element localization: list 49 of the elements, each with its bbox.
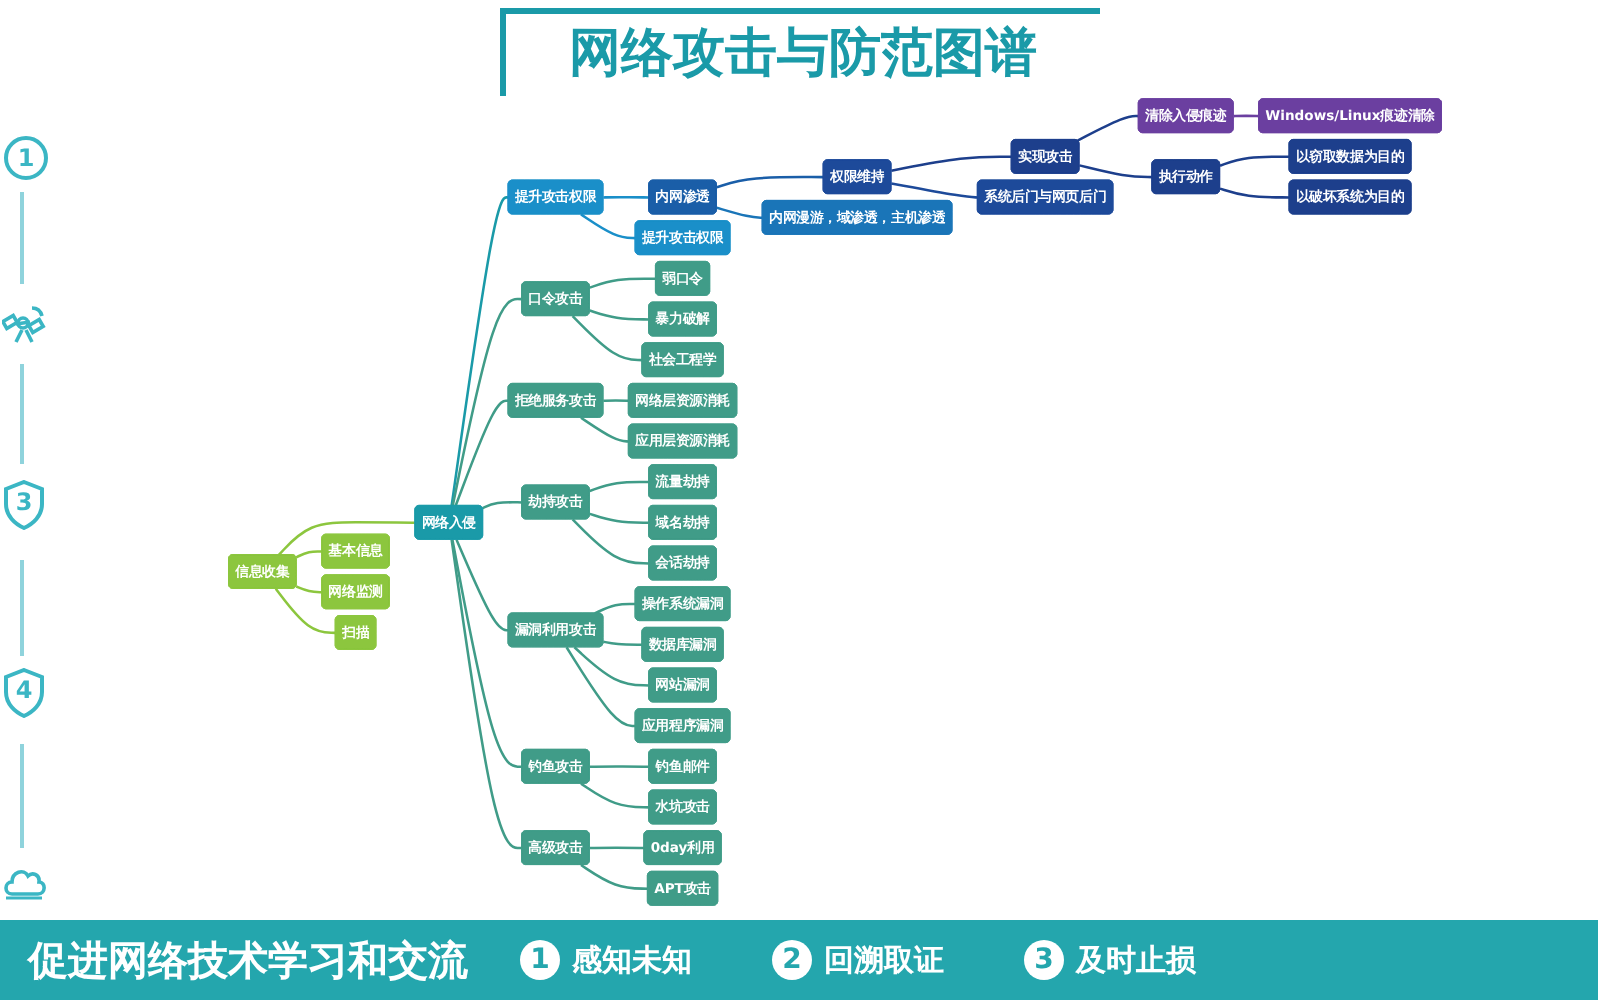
connector xyxy=(450,196,509,506)
connector xyxy=(455,539,509,632)
connector xyxy=(589,480,650,493)
step-text: 回溯取证 xyxy=(824,940,944,980)
connector xyxy=(450,539,523,850)
connector xyxy=(589,512,650,524)
connector xyxy=(565,646,636,728)
connector xyxy=(716,206,763,220)
step-text: 及时止损 xyxy=(1076,940,1196,980)
connector xyxy=(1219,155,1290,167)
connector xyxy=(451,539,523,768)
slogan: 促进网络技术学习和交流 xyxy=(28,934,468,988)
step-number: 3 xyxy=(1024,940,1064,980)
connector xyxy=(1233,114,1260,118)
connector xyxy=(580,863,648,890)
connector xyxy=(482,501,523,510)
connector xyxy=(295,550,323,559)
connector xyxy=(1219,187,1290,199)
connector xyxy=(295,585,323,594)
connector xyxy=(454,399,509,507)
step-number: 1 xyxy=(520,940,560,980)
connector xyxy=(580,782,650,809)
step-text: 感知未知 xyxy=(572,940,692,980)
connector xyxy=(603,640,643,646)
connector xyxy=(571,518,650,565)
connector xyxy=(451,297,523,507)
connector xyxy=(603,399,629,403)
step-number: 1 xyxy=(4,136,48,180)
shield-number: 3 xyxy=(2,480,46,530)
title: 网络攻击与防范图谱 xyxy=(500,8,1100,96)
connector xyxy=(594,602,636,615)
connector xyxy=(573,646,650,687)
connector xyxy=(589,309,650,321)
shield-number: 4 xyxy=(2,668,46,718)
connector xyxy=(277,521,416,556)
connector xyxy=(1077,114,1139,142)
step-number: 2 xyxy=(772,940,812,980)
connector xyxy=(589,765,650,768)
connector xyxy=(274,588,336,635)
connector xyxy=(571,315,643,362)
connector xyxy=(891,182,978,199)
connector xyxy=(580,213,636,240)
connector xyxy=(891,155,1012,172)
connector xyxy=(589,277,656,289)
connector xyxy=(589,846,645,850)
connector xyxy=(716,175,824,189)
connector xyxy=(1079,164,1153,179)
connector xyxy=(580,416,629,443)
connector xyxy=(603,195,650,199)
